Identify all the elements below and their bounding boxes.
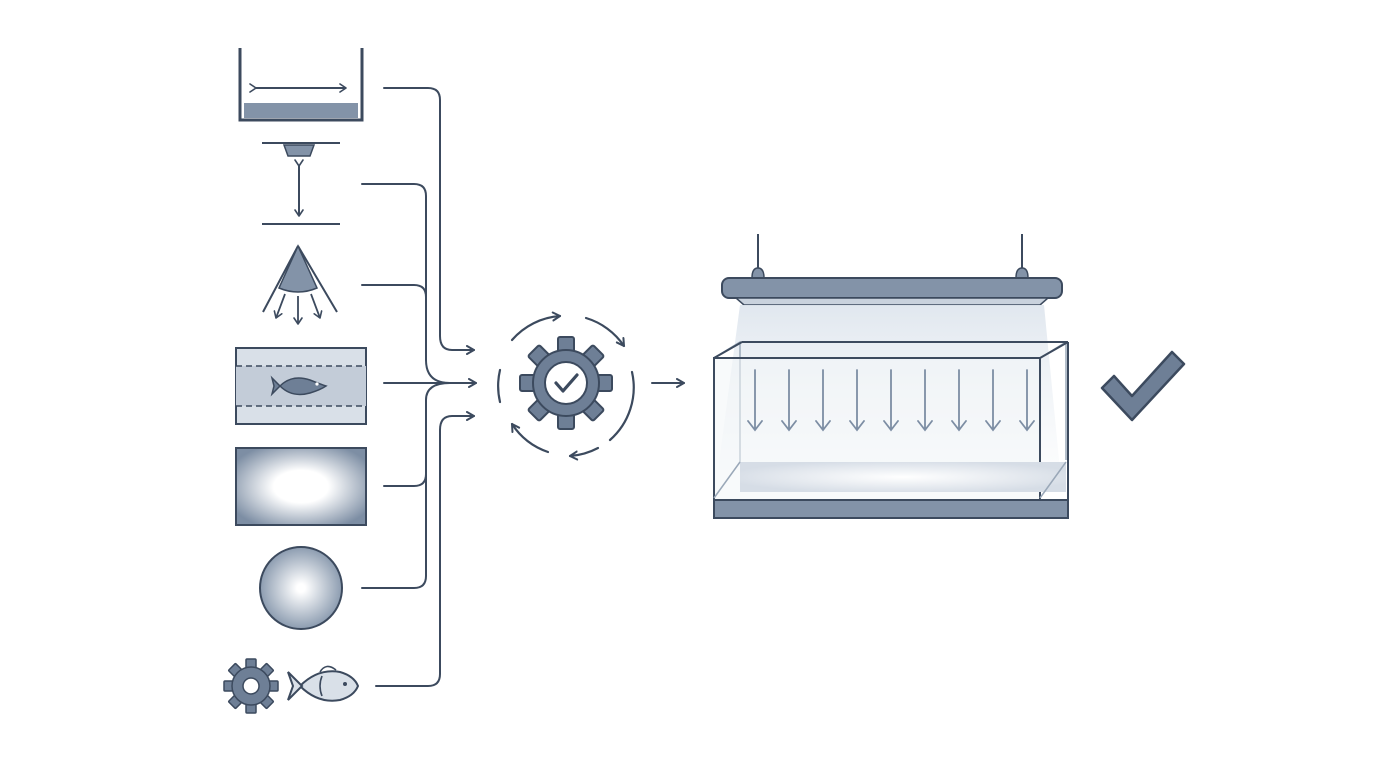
gear-and-fish-icon (223, 658, 360, 714)
fish-zone-icon (235, 347, 367, 425)
hotspot-circle-icon (259, 546, 343, 630)
merge-lower (425, 382, 451, 401)
tank-width-icon (238, 48, 364, 122)
merge-upper (425, 359, 451, 384)
connector-1 (383, 87, 475, 355)
checkmark-icon (1100, 350, 1186, 422)
connector-2 (361, 183, 427, 361)
cycle-gear-check-icon (497, 311, 635, 461)
connector-6 (361, 399, 427, 589)
connector-7 (375, 411, 475, 687)
edge-falloff-icon (235, 447, 367, 526)
connector-5 (383, 399, 427, 487)
beam-spread-icon (262, 244, 338, 325)
input-connectors (361, 87, 477, 687)
connector-3 (361, 284, 427, 361)
light-height-icon (262, 142, 340, 225)
lit-aquarium-icon (713, 234, 1069, 519)
